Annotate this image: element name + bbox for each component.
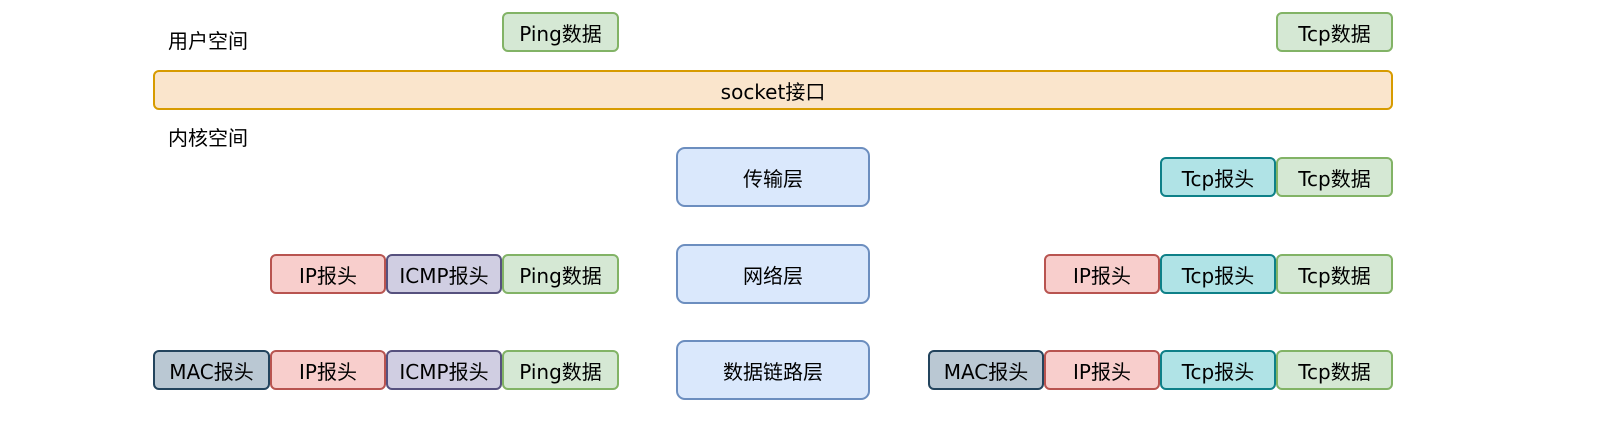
tcp-header: Tcp报头 [1160,157,1276,197]
ping-user-data: Ping数据 [502,12,619,52]
tcp-header: Tcp报头 [1160,254,1276,294]
user-space-label: 用户空间 [168,29,248,53]
ping-data: Ping数据 [502,254,619,294]
tcp-data: Tcp数据 [1276,157,1393,197]
socket-interface: socket接口 [153,70,1393,110]
transport-layer: 传输层 [676,147,870,207]
kernel-space-label: 内核空间 [168,126,248,150]
ip-header: IP报头 [1044,254,1160,294]
tcp-data: Tcp数据 [1276,350,1393,390]
icmp-header: ICMP报头 [386,350,502,390]
ip-header: IP报头 [1044,350,1160,390]
ip-header: IP报头 [270,254,386,294]
mac-header: MAC报头 [928,350,1044,390]
ip-header: IP报头 [270,350,386,390]
icmp-header: ICMP报头 [386,254,502,294]
network-layer: 网络层 [676,244,870,304]
tcp-user-data: Tcp数据 [1276,12,1393,52]
tcp-header: Tcp报头 [1160,350,1276,390]
tcp-data: Tcp数据 [1276,254,1393,294]
datalink-layer: 数据链路层 [676,340,870,400]
mac-header: MAC报头 [153,350,270,390]
ping-data: Ping数据 [502,350,619,390]
